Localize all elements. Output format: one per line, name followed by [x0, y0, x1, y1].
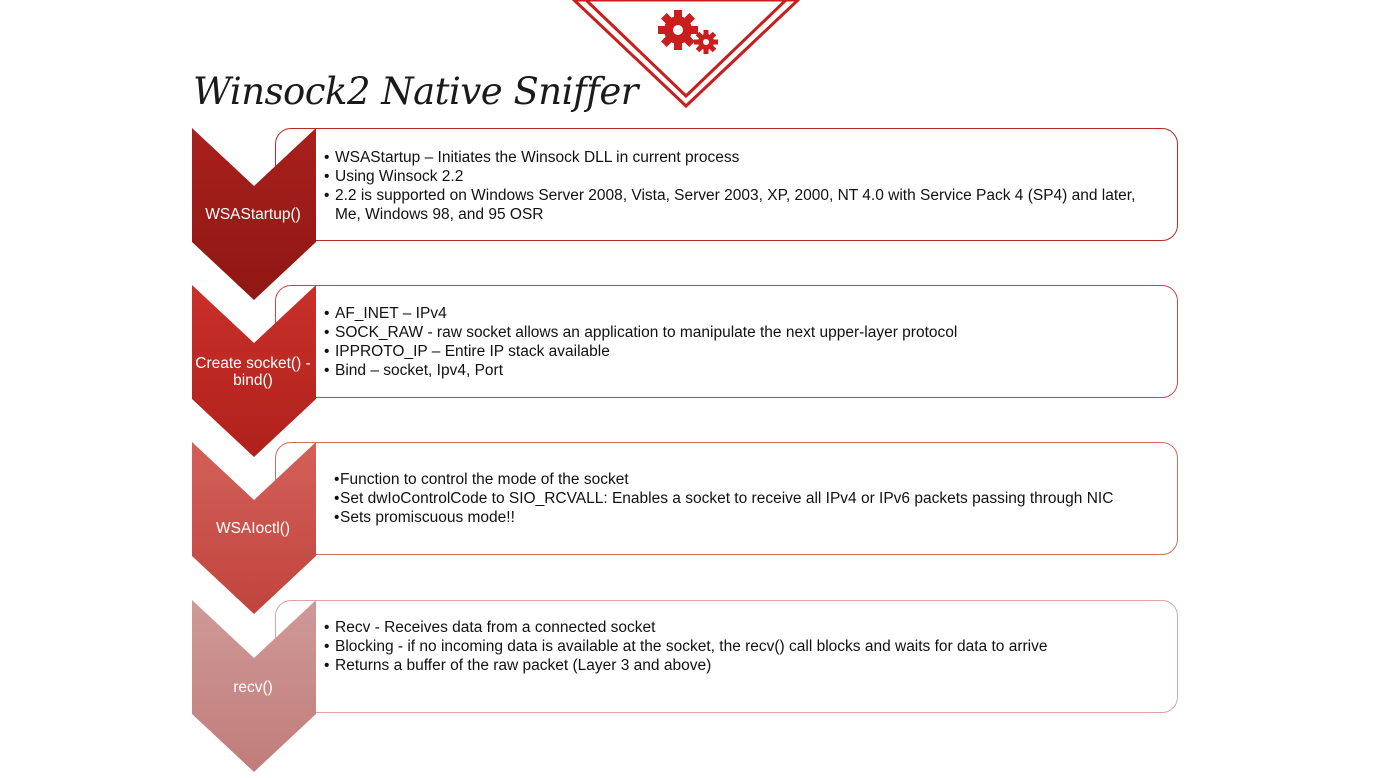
chevron-arrow-recv [192, 600, 316, 772]
bullet-item: •Set dwIoControlCode to SIO_RCVALL: Enab… [334, 489, 1157, 508]
chevron-shape [192, 442, 316, 614]
step-label: WSAIoctl() [215, 520, 291, 537]
chevron-arrow-wsastartup [192, 128, 316, 300]
bullet-marker: • [324, 657, 330, 674]
bullet-item: • WSAStartup – Initiates the Winsock DLL … [324, 148, 1157, 167]
bullet-marker: • [324, 168, 330, 185]
bullet-list: • AF_INET – IPv4 • SOCK_RAW - raw socket al… [324, 304, 1157, 380]
step-label: Create socket() - bind() [195, 355, 311, 389]
bullet-text: Function to control the mode of the sock… [340, 471, 629, 488]
page-title: Winsock2 Native Sniffer [193, 70, 638, 113]
bullet-item: • 2.2 is supported on Windows Server 2008… [324, 186, 1157, 224]
bullet-item: • Bind – socket, Ipv4, Port [324, 361, 1157, 380]
step-label: recv() [233, 679, 273, 696]
bullet-item: • Recv - Receives data from a connected s… [324, 618, 1157, 637]
bullet-item: • Returns a buffer of the raw packet (Lay… [324, 656, 1157, 675]
bullet-text: Blocking - if no incoming data is availa… [335, 638, 1048, 655]
chevron-shape [192, 600, 316, 772]
bullet-text: Recv - Receives data from a connected so… [335, 619, 656, 636]
bullet-text: IPPROTO_IP – Entire IP stack available [335, 343, 610, 360]
step-label: WSAStartup() [205, 206, 301, 223]
bullet-marker: • [324, 362, 330, 379]
bullet-marker: • [324, 149, 330, 166]
bullet-item: • AF_INET – IPv4 [324, 304, 1157, 323]
chevron-arrow-create-socket-bind [192, 285, 316, 457]
bullet-text: Sets promiscuous mode!! [340, 509, 515, 526]
bullet-marker: • [334, 509, 340, 526]
step-description-box: • WSAStartup – Initiates the Winsock DLL … [275, 128, 1178, 241]
step-description-box: •Function to control the mode of the soc… [275, 442, 1178, 555]
bullet-marker: • [334, 471, 340, 488]
bullet-item: • SOCK_RAW - raw socket allows an applica… [324, 323, 1157, 342]
bullet-item: •Function to control the mode of the soc… [334, 470, 1157, 489]
gears-icon [658, 10, 718, 54]
bullet-text: WSAStartup – Initiates the Winsock DLL i… [335, 149, 740, 166]
bullet-list: • WSAStartup – Initiates the Winsock DLL … [324, 148, 1157, 224]
bullet-marker: • [324, 343, 330, 360]
chevron-shape [192, 285, 316, 457]
bullet-item: •Sets promiscuous mode!! [334, 508, 1157, 527]
bullet-text: AF_INET – IPv4 [335, 305, 447, 322]
top-ornament [571, 0, 801, 109]
bullet-text: Using Winsock 2.2 [335, 168, 464, 185]
bullet-text: Set dwIoControlCode to SIO_RCVALL: Enabl… [340, 490, 1114, 507]
bullet-item: • Blocking - if no incoming data is avail… [324, 637, 1157, 656]
chevron-arrow-wsaioctl [192, 442, 316, 614]
step-description-box: • AF_INET – IPv4 • SOCK_RAW - raw socket al… [275, 285, 1178, 398]
chevron-shape [192, 128, 316, 300]
bullet-text: SOCK_RAW - raw socket allows an applicat… [335, 324, 958, 341]
bullet-marker: • [324, 187, 330, 204]
bullet-text: Bind – socket, Ipv4, Port [335, 362, 504, 379]
bullet-marker: • [324, 324, 330, 341]
bullet-item: • Using Winsock 2.2 [324, 167, 1157, 186]
bullet-list: • Recv - Receives data from a connected s… [324, 618, 1157, 675]
bullet-list: •Function to control the mode of the soc… [334, 470, 1157, 527]
bullet-item: • IPPROTO_IP – Entire IP stack available [324, 342, 1157, 361]
step-description-box: • Recv - Receives data from a connected s… [275, 600, 1178, 713]
bullet-marker: • [324, 619, 330, 636]
bullet-text: 2.2 is supported on Windows Server 2008,… [335, 187, 1136, 223]
bullet-marker: • [324, 305, 330, 322]
bullet-marker: • [334, 490, 340, 507]
bullet-text: Returns a buffer of the raw packet (Laye… [335, 657, 712, 674]
bullet-marker: • [324, 638, 330, 655]
